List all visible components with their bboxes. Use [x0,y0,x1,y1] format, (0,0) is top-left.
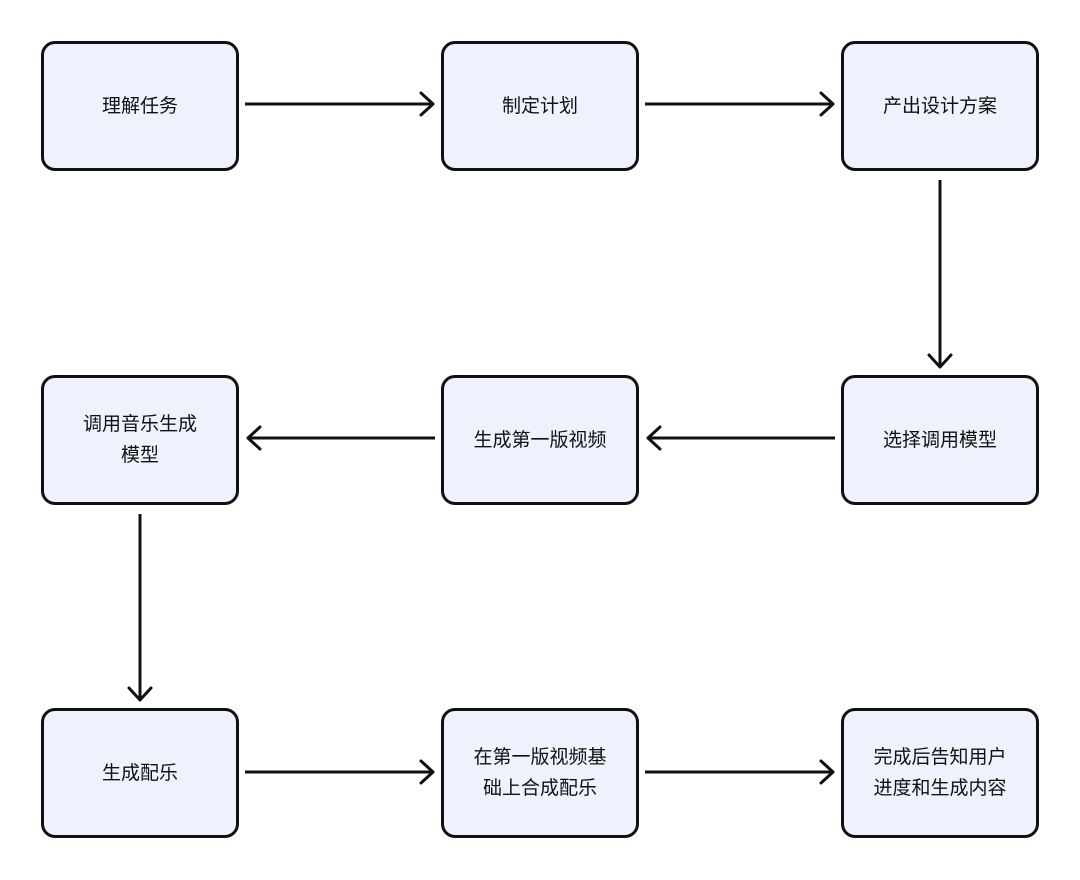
arrowhead-right-icon [419,759,435,785]
node-label: 产出设计方案 [882,94,997,117]
arrowhead-right-icon [819,91,835,117]
arrowhead-right-icon [419,91,435,117]
edge-n2-to-n3 [645,91,835,117]
arrowhead-down-icon [927,353,953,369]
arrowhead-left-icon [246,425,262,451]
edge-n5-to-n4 [246,425,435,451]
node-notify-user: 完成后告知用户 进度和生成内容 [841,708,1039,838]
arrowhead-left-icon [646,425,662,451]
node-make-plan: 制定计划 [441,41,639,171]
node-design-proposal: 产出设计方案 [841,41,1039,171]
node-label: 在第一版视频基 础上合成配乐 [473,746,607,799]
node-label: 制定计划 [501,94,578,117]
node-generate-music: 生成配乐 [41,708,239,838]
edge-n8-to-n9 [645,759,835,785]
edge-n1-to-n2 [245,91,435,117]
node-label: 调用音乐生成 模型 [82,413,197,466]
node-generate-first-video: 生成第一版视频 [441,375,639,505]
arrowhead-down-icon [127,686,153,702]
edge-n6-to-n5 [646,425,835,451]
node-label: 生成配乐 [101,761,178,784]
node-label: 完成后告知用户 进度和生成内容 [873,746,1007,799]
node-select-model: 选择调用模型 [841,375,1039,505]
arrowhead-right-icon [819,759,835,785]
node-merge-music: 在第一版视频基 础上合成配乐 [441,708,639,838]
node-label: 选择调用模型 [882,428,997,451]
edge-n7-to-n8 [245,759,435,785]
node-label: 理解任务 [101,94,178,117]
edge-n3-to-n6 [927,180,953,369]
node-call-music-model: 调用音乐生成 模型 [41,375,239,505]
edge-n4-to-n7 [127,514,153,702]
node-label: 生成第一版视频 [473,428,607,451]
node-understand-task: 理解任务 [41,41,239,171]
